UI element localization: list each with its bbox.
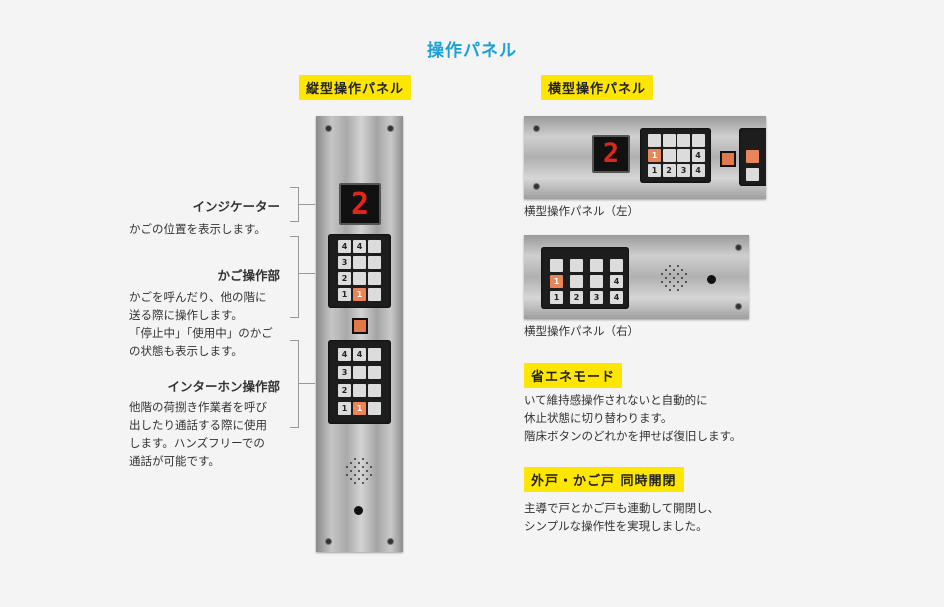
keypad-key[interactable]: 4 — [691, 149, 705, 162]
keypad-key[interactable]: 1 — [550, 275, 563, 288]
keypad-key[interactable]: 3 — [590, 291, 603, 304]
keypad-key[interactable]: 3 — [338, 256, 351, 269]
keypad-key[interactable]: 1 — [550, 291, 563, 304]
keypad-key[interactable]: 4 — [691, 164, 705, 177]
keypad-key[interactable] — [368, 348, 381, 361]
horizontal-left-caption: 横型操作パネル（左） — [524, 204, 639, 218]
h-floor-indicator: 2 — [592, 135, 630, 173]
car-panel-desc: かごを呼んだり、他の階に 送る際に操作します。 「停止中」「使用中」のかご の状… — [129, 290, 273, 358]
keypad-key[interactable]: 1 — [353, 402, 366, 415]
keypad-key[interactable]: 2 — [570, 291, 583, 304]
keypad-key[interactable] — [368, 272, 381, 285]
keypad-key[interactable] — [368, 366, 381, 379]
keypad-key[interactable]: 3 — [338, 366, 351, 379]
keypad-key[interactable] — [368, 240, 381, 253]
intercom-desc: 他階の荷捌き作業者を呼び 出したり通話する際に使用 します。ハンズフリーでの 通… — [129, 400, 267, 468]
keypad-key[interactable] — [353, 366, 366, 379]
keypad-key[interactable] — [368, 288, 381, 301]
keypad-key[interactable]: 1 — [648, 164, 661, 177]
horizontal-panel-label: 横型操作パネル — [541, 75, 654, 100]
keypad-key[interactable]: 2 — [338, 384, 351, 397]
keypad-key[interactable] — [662, 149, 676, 162]
keypad-key[interactable] — [570, 259, 583, 272]
keypad-key[interactable] — [691, 134, 705, 147]
keypad-key[interactable]: 4 — [338, 240, 351, 253]
keypad-key[interactable]: 2 — [662, 164, 676, 177]
keypad-key[interactable] — [677, 134, 690, 147]
page-title: 操作パネル — [427, 41, 517, 61]
keypad-key[interactable] — [570, 275, 583, 288]
h-speaker-grill — [659, 263, 691, 295]
keypad-key[interactable] — [368, 384, 381, 397]
keypad-key[interactable] — [662, 134, 676, 147]
indicator-desc: かごの位置を表示します。 — [129, 222, 266, 236]
keypad-key[interactable] — [550, 259, 563, 272]
keypad-key[interactable] — [677, 149, 690, 162]
keypad-key[interactable] — [353, 384, 366, 397]
keypad-key[interactable]: 4 — [353, 348, 366, 361]
keypad-key[interactable] — [353, 272, 366, 285]
keypad-key[interactable] — [368, 402, 381, 415]
indicator-title: インジケーター — [192, 199, 280, 214]
keypad-key[interactable] — [353, 256, 366, 269]
keypad-key[interactable]: 4 — [353, 240, 366, 253]
keypad-key[interactable]: 4 — [338, 348, 351, 361]
keypad-key[interactable] — [610, 259, 623, 272]
keypad-key[interactable] — [590, 275, 603, 288]
keypad-key[interactable]: 2 — [338, 272, 351, 285]
vertical-panel-label: 縦型操作パネル — [299, 75, 412, 100]
keypad-key[interactable]: 1 — [338, 288, 351, 301]
keypad-key[interactable] — [648, 134, 661, 147]
car-panel-bracket — [290, 236, 299, 318]
emergency-button[interactable] — [352, 318, 368, 334]
eco-mode-desc: いて維持感操作されないと自動的に 休止状態に切り替わります。 階床ボタンのどれか… — [524, 393, 742, 443]
doors-desc: 主導で戸とかご戸も連動して開閉し、 シンプルな操作性を実現しました。 — [524, 501, 720, 533]
floor-indicator: 2 — [339, 183, 381, 225]
keypad-key[interactable]: 1 — [353, 288, 366, 301]
doors-label: 外戸・かご戸 同時開閉 — [524, 467, 684, 492]
h-microphone-hole — [707, 275, 716, 284]
keypad-key[interactable]: 4 — [610, 291, 623, 304]
horizontal-right-caption: 横型操作パネル（右） — [524, 324, 639, 338]
h-left-keypad-partial — [739, 128, 766, 186]
intercom-bracket — [290, 340, 299, 428]
eco-mode-label: 省エネモード — [524, 363, 623, 388]
car-panel-title: かご操作部 — [217, 268, 280, 283]
keypad-key[interactable]: 1 — [648, 149, 661, 162]
speaker-grill — [344, 456, 376, 488]
intercom-title: インターホン操作部 — [167, 379, 280, 394]
keypad-key[interactable]: 3 — [677, 164, 690, 177]
keypad-key[interactable] — [368, 256, 381, 269]
keypad-key[interactable]: 1 — [338, 402, 351, 415]
keypad-key[interactable]: 4 — [610, 275, 623, 288]
microphone-hole — [354, 506, 363, 515]
keypad-key[interactable] — [590, 259, 603, 272]
h-emergency-button[interactable] — [720, 151, 736, 167]
